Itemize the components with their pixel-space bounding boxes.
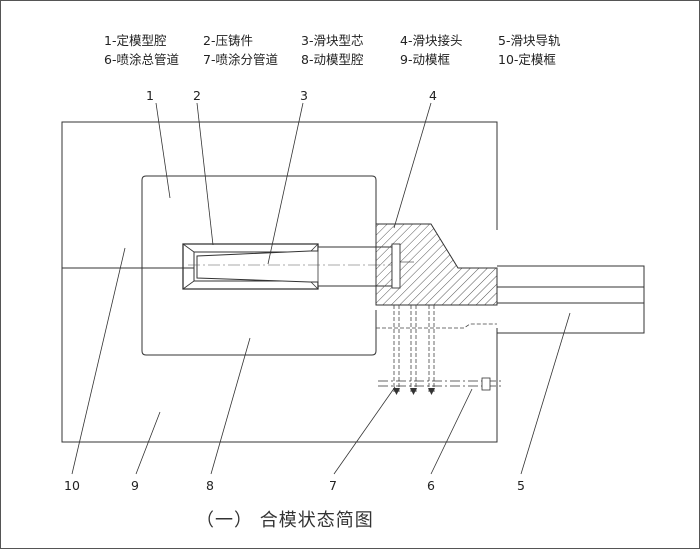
callout-6: 6 (427, 478, 435, 493)
leader-2 (196, 102, 214, 246)
legend-item-10: 10-定模框 (498, 52, 556, 67)
callout-4: 4 (429, 88, 437, 103)
callout-1: 1 (146, 88, 154, 103)
legend-item-6: 6-喷涂总管道 (104, 52, 179, 67)
mold-cavity (141, 175, 377, 356)
leader-7 (333, 386, 396, 475)
leader-9 (135, 411, 161, 475)
callout-8: 8 (206, 478, 214, 493)
legend-item-2: 2-压铸件 (203, 33, 253, 48)
slider-joint (375, 223, 498, 306)
callout-5: 5 (517, 478, 525, 493)
legend-item-5: 5-滑块导轨 (498, 33, 561, 48)
leader-6 (430, 388, 473, 475)
leader-8 (210, 337, 251, 475)
legend-item-7: 7-喷涂分管道 (203, 52, 278, 67)
moving-mold-frame (61, 268, 498, 443)
callout-10: 10 (64, 478, 80, 493)
callout-2: 2 (193, 88, 201, 103)
leader-1 (155, 102, 171, 199)
callout-3: 3 (300, 88, 308, 103)
slider-joint-slot (391, 243, 401, 289)
fixed-mold-frame (61, 121, 498, 268)
callout-9: 9 (131, 478, 139, 493)
legend-item-3: 3-滑块型芯 (301, 33, 364, 48)
callout-7: 7 (329, 478, 337, 493)
spray-main-pipe (378, 377, 503, 391)
legend-item-9: 9-动模框 (400, 52, 450, 67)
slider-guide-rail (497, 265, 645, 334)
legend-item-4: 4-滑块接头 (400, 33, 463, 48)
legend-item-1: 1-定模型腔 (104, 33, 167, 48)
leader-3 (267, 102, 304, 265)
hidden-outline (376, 323, 497, 329)
leader-10 (71, 247, 126, 475)
figure-caption: （一） 合模状态简图 (196, 510, 374, 531)
legend-item-8: 8-动模型腔 (301, 52, 364, 67)
leader-4 (393, 102, 432, 229)
leader-5 (520, 312, 571, 475)
spray-branch-pipes (393, 388, 435, 395)
